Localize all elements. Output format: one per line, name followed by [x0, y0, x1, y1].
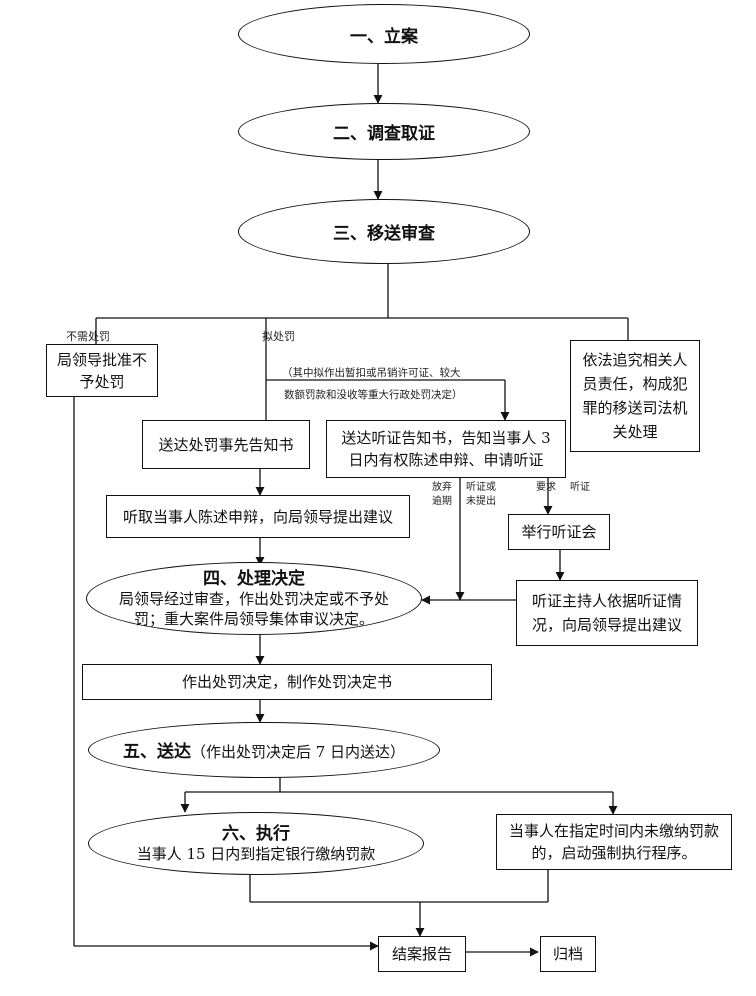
box-hearing-notice-text: 送达听证告知书，告知当事人 3 日内有权陈述申辩、申请听证 — [341, 429, 551, 469]
step-execution-title: 六、执行 — [222, 823, 290, 844]
step-review: 三、移送审查 — [238, 199, 530, 264]
step-delivery-note: （作出处罚决定后 7 日内送达） — [190, 743, 406, 761]
box-hold-hearing-text: 举行听证会 — [521, 523, 597, 541]
box-make-decision-text: 作出处罚决定，制作处罚决定书 — [181, 673, 392, 691]
step-decision-body: 局领导经过审查，作出处罚决定或不予处罚；重大案件局领导集体审议决定。 — [118, 589, 389, 628]
box-enforce: 当事人在指定时间内未缴纳罚款的，启动强制执行程序。 — [496, 814, 732, 870]
step-decision: 四、处理决定 局领导经过审查，作出处罚决定或不予处罚；重大案件局领导集体审议决定… — [86, 562, 422, 635]
box-no-penalty: 局领导批准不予处罚 — [46, 344, 158, 397]
box-close-report: 结案报告 — [378, 936, 466, 972]
label-hearing: 听证 — [570, 482, 590, 493]
box-criminal: 依法追究相关人员责任，构成犯罪的移送司法机关处理 — [570, 340, 700, 452]
step-execution-body: 当事人 15 日内到指定银行缴纳罚款 — [136, 844, 376, 863]
step-delivery-label: 五、送达 — [122, 742, 191, 762]
box-prior-notice-text: 送达处罚事先告知书 — [158, 435, 294, 454]
step-filing-label: 一、立案 — [350, 26, 418, 47]
step-filing: 一、立案 — [238, 4, 530, 64]
step-review-label: 三、移送审查 — [333, 224, 435, 244]
box-criminal-text: 依法追究相关人员责任，构成犯罪的移送司法机关处理 — [582, 351, 688, 441]
box-close-report-text: 结案报告 — [391, 945, 452, 963]
box-hold-hearing: 举行听证会 — [508, 514, 610, 550]
step-execution: 六、执行 当事人 15 日内到指定银行缴纳罚款 — [88, 812, 424, 875]
label-not-requested-2: 未提出 — [466, 496, 496, 507]
box-hearing-host-text: 听证主持人依据听证情况，向局领导提出建议 — [531, 592, 682, 634]
step-delivery: 五、送达（作出处罚决定后 7 日内送达） — [88, 722, 440, 778]
box-archive-text: 归档 — [552, 945, 583, 963]
step-investigation: 二、调查取证 — [238, 103, 530, 160]
label-waive-2: 逾期 — [432, 496, 452, 507]
label-major-note-2: 数额罚款和没收等重大行政处罚决定） — [284, 389, 463, 401]
label-waive-1: 放弃 — [432, 482, 452, 493]
label-no-penalty: 不需处罚 — [66, 330, 110, 343]
box-archive: 归档 — [540, 936, 596, 972]
label-not-requested-1: 听证或 — [466, 482, 496, 493]
label-propose: 拟处罚 — [262, 330, 295, 343]
box-make-decision: 作出处罚决定，制作处罚决定书 — [82, 664, 492, 700]
box-no-penalty-text: 局领导批准不予处罚 — [56, 350, 147, 391]
step-decision-title: 四、处理决定 — [203, 568, 305, 589]
box-enforce-text: 当事人在指定时间内未缴纳罚款的，启动强制执行程序。 — [508, 822, 719, 862]
step-investigation-label: 二、调查取证 — [333, 124, 435, 144]
box-hearing-host: 听证主持人依据听证情况，向局领导提出建议 — [516, 580, 698, 646]
box-hear-statement: 听取当事人陈述申辩，向局领导提出建议 — [106, 495, 410, 538]
label-major-note-1: （其中拟作出暂扣或吊销许可证、较大 — [282, 367, 461, 379]
box-hearing-notice: 送达听证告知书，告知当事人 3 日内有权陈述申辩、申请听证 — [326, 420, 566, 478]
box-hear-statement-text: 听取当事人陈述申辩，向局领导提出建议 — [122, 507, 393, 526]
box-prior-notice: 送达处罚事先告知书 — [142, 420, 310, 469]
label-request: 要求 — [536, 482, 556, 493]
